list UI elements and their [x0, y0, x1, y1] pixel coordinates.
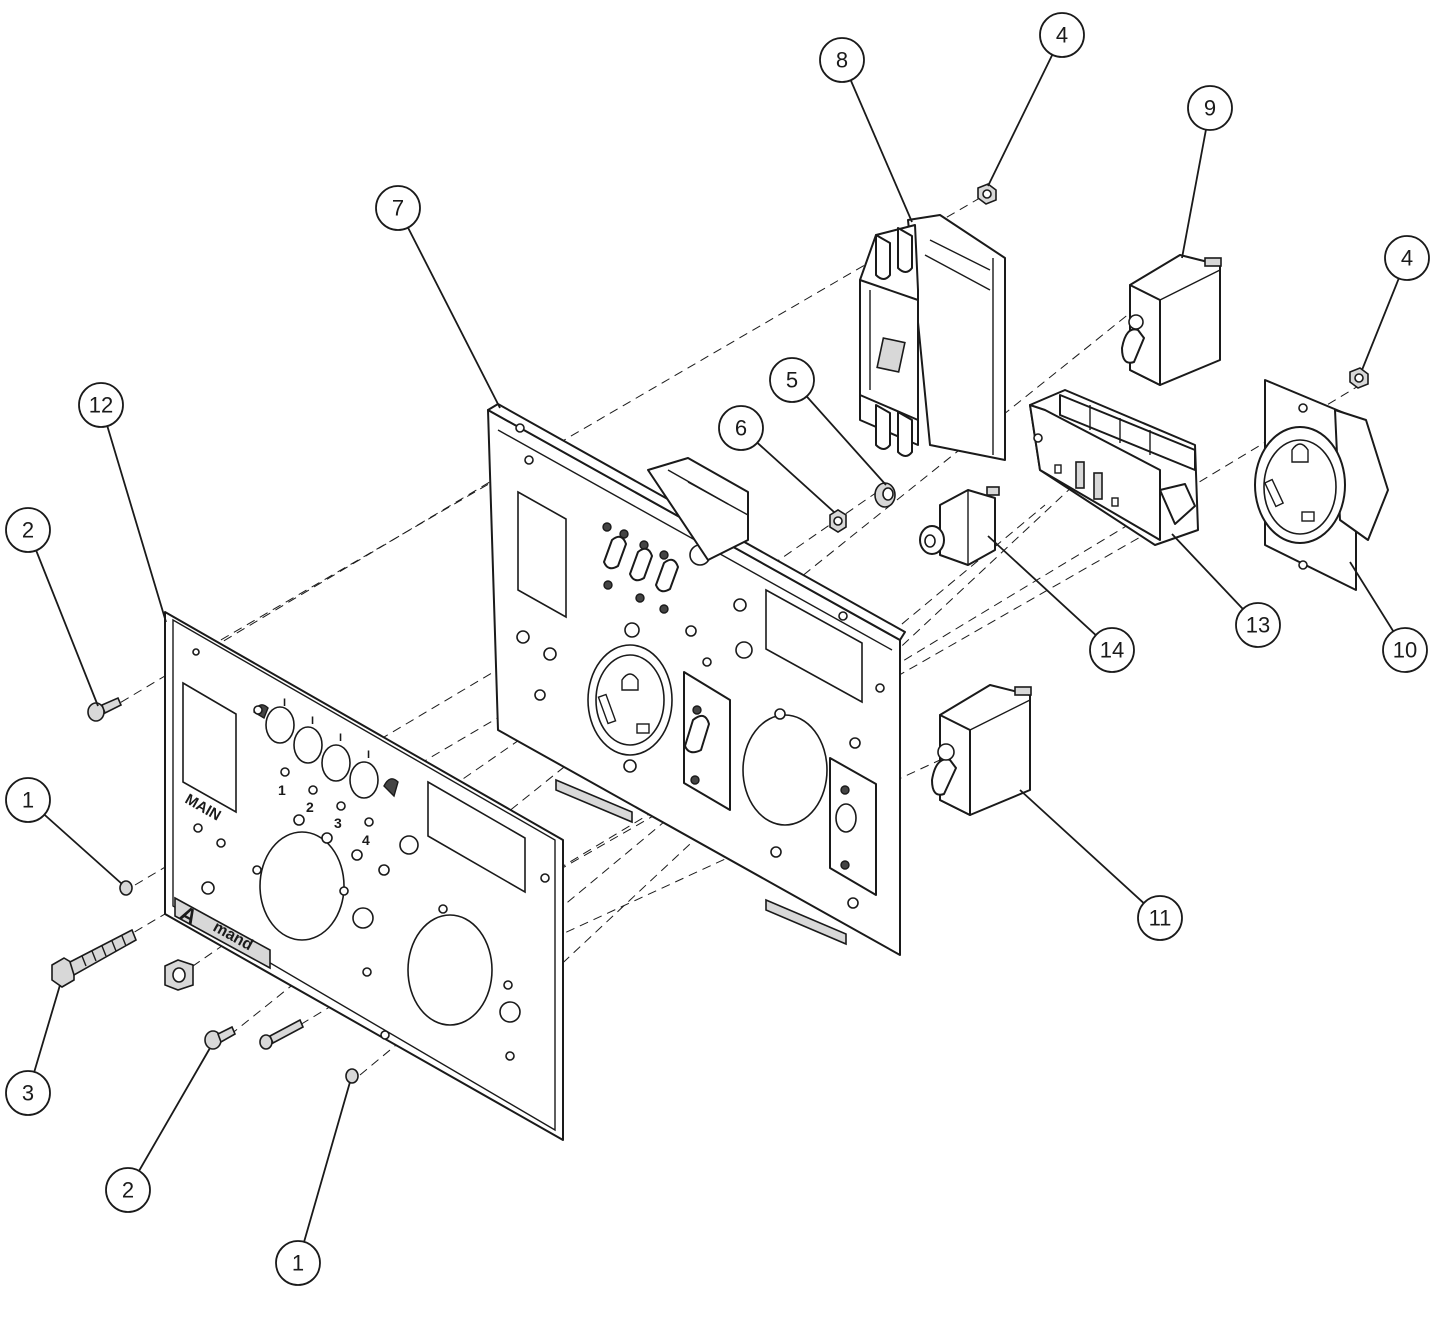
svg-text:3: 3 [22, 1081, 34, 1106]
front-panel-part-12: MAIN I I I I 1 2 3 4 [164, 611, 564, 1141]
callout-7: 7 [375, 185, 421, 231]
nut-part-4-right [1349, 367, 1369, 389]
lockwasher-part-6 [829, 509, 847, 533]
svg-text:8: 8 [836, 48, 848, 73]
screw-part-2-lower [204, 1025, 237, 1050]
callout-5: 5 [769, 357, 815, 403]
callout-11: 11 [1137, 895, 1183, 941]
screw-part-1-lower [345, 1068, 359, 1084]
callout-1-left: 1 [5, 777, 51, 823]
callout-2-left: 2 [5, 507, 51, 553]
svg-text:7: 7 [392, 196, 404, 221]
nut-part-4-upper [977, 183, 997, 205]
screw-part-1-upper [119, 880, 133, 896]
svg-text:2: 2 [122, 1178, 134, 1203]
circuit-number-1: 1 [278, 782, 286, 798]
svg-text:1: 1 [292, 1251, 304, 1276]
callout-2-bottom: 2 [105, 1167, 151, 1213]
switch-mark-2: I [311, 715, 314, 727]
circuit-number-3: 3 [334, 815, 342, 831]
callout-14: 14 [1089, 627, 1135, 673]
switch-mark-4: I [367, 749, 370, 761]
svg-text:1: 1 [22, 788, 34, 813]
leader-lines [27, 34, 1408, 1264]
screw-part-2-upper [87, 696, 123, 722]
svg-text:4: 4 [1056, 23, 1068, 48]
nut-part-5 [874, 482, 896, 508]
callout-1-bottom: 1 [275, 1240, 321, 1286]
svg-text:9: 9 [1204, 96, 1216, 121]
breaker-part-9 [1121, 254, 1222, 386]
svg-text:5: 5 [786, 368, 798, 393]
screw-extra [259, 1018, 305, 1050]
svg-text:4: 4 [1401, 246, 1413, 271]
callout-6: 6 [718, 405, 764, 451]
callout-12: 12 [78, 382, 124, 428]
receptacle-part-10 [1254, 379, 1389, 591]
callout-9: 9 [1187, 85, 1233, 131]
back-panel-part-7 [487, 403, 906, 956]
nut-part-3 [164, 959, 194, 991]
toggle-switch-group [602, 522, 679, 614]
gfci-receptacle-part-13 [1029, 389, 1199, 546]
svg-text:2: 2 [22, 518, 34, 543]
svg-text:12: 12 [89, 393, 113, 418]
callout-10: 10 [1382, 627, 1428, 673]
switch-mark-3: I [339, 732, 342, 744]
circuit-number-2: 2 [306, 799, 314, 815]
callout-8: 8 [819, 37, 865, 83]
callout-13: 13 [1235, 602, 1281, 648]
bolt-part-3 [51, 928, 138, 988]
breaker-part-11 [931, 684, 1032, 816]
switch-part-14 [919, 486, 1000, 566]
callout-3: 3 [5, 1070, 51, 1116]
bulb-icon [383, 778, 399, 798]
callout-4-right: 4 [1384, 235, 1430, 281]
svg-text:13: 13 [1246, 613, 1270, 638]
breaker-part-8 [859, 214, 1006, 461]
switch-mark-1: I [283, 697, 286, 709]
svg-text:6: 6 [735, 416, 747, 441]
circuit-number-4: 4 [362, 832, 370, 848]
callout-4-top: 4 [1039, 12, 1085, 58]
svg-text:10: 10 [1393, 638, 1417, 663]
svg-text:14: 14 [1100, 638, 1124, 663]
svg-text:11: 11 [1149, 906, 1172, 931]
